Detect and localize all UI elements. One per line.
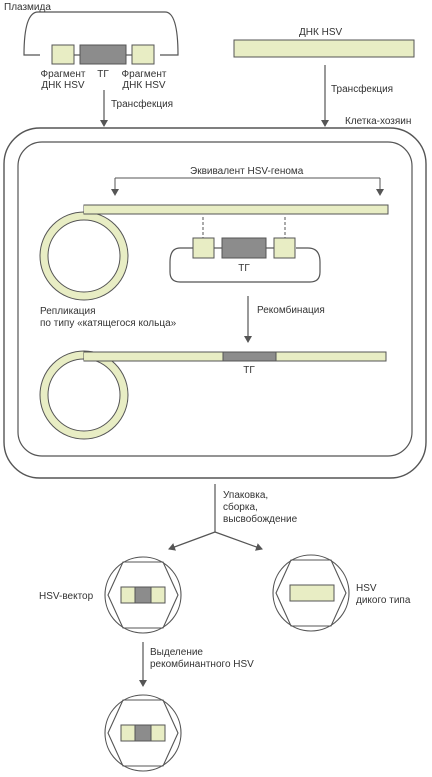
plasmid (23, 11, 179, 65)
plasmid-label: Плазмида (4, 2, 51, 13)
plasmid-transgene (79, 44, 127, 65)
fragment-left-label-1: Фрагмент (40, 69, 86, 80)
plasmid-fragment-left (51, 44, 75, 65)
tg-recombined-label: ТГ (243, 365, 255, 376)
genome-equivalent-bracket (111, 177, 384, 196)
hsv-dna-bar (233, 39, 415, 58)
fragment-left-label-2: ДНК HSV (41, 80, 85, 91)
wild-type-label-2: дикого типа (356, 595, 411, 606)
tg-inner-label: ТГ (238, 263, 250, 274)
isolation-label-1: Выделение (150, 647, 203, 658)
dna-hsv-label: ДНК HSV (299, 27, 343, 38)
fragment-right-label-1: Фрагмент (121, 69, 167, 80)
fragment-right-label-2: ДНК HSV (122, 80, 166, 91)
replication-label-2: по типу «катящегося кольца» (40, 318, 177, 329)
genome-equivalent-label: Эквивалент HSV-генома (190, 166, 304, 177)
hsv-vector-label: HSV-вектор (39, 591, 94, 602)
host-cell-label: Клетка-хозяин (345, 116, 412, 127)
rolling-circle-1 (39, 204, 389, 301)
isolation-label-2: рекомбинантного HSV (150, 659, 254, 670)
transfection-right-label: Трансфекция (331, 84, 394, 95)
wild-type-particle (272, 554, 350, 632)
hsv-vector-particle (104, 556, 182, 634)
inner-plasmid (169, 217, 321, 283)
packaging-arrows (168, 484, 263, 551)
packaging-label-1: Упаковка, (223, 490, 269, 501)
replication-label-1: Репликация (40, 306, 96, 317)
host-cell-inner (17, 141, 413, 457)
packaging-label-3: высвобождение (223, 514, 298, 525)
rolling-circle-2 (39, 350, 387, 440)
host-cell-outer (3, 127, 427, 479)
plasmid-fragment-right (131, 44, 155, 65)
transfection-left-label: Трансфекция (111, 99, 174, 110)
packaging-label-2: сборка, (223, 502, 258, 513)
wild-type-label-1: HSV (356, 583, 377, 594)
isolated-recombinant-particle (104, 694, 182, 772)
recombined-transgene (222, 351, 277, 362)
tg-plasmid-label: ТГ (97, 69, 109, 80)
recombination-label: Рекомбинация (257, 305, 325, 316)
